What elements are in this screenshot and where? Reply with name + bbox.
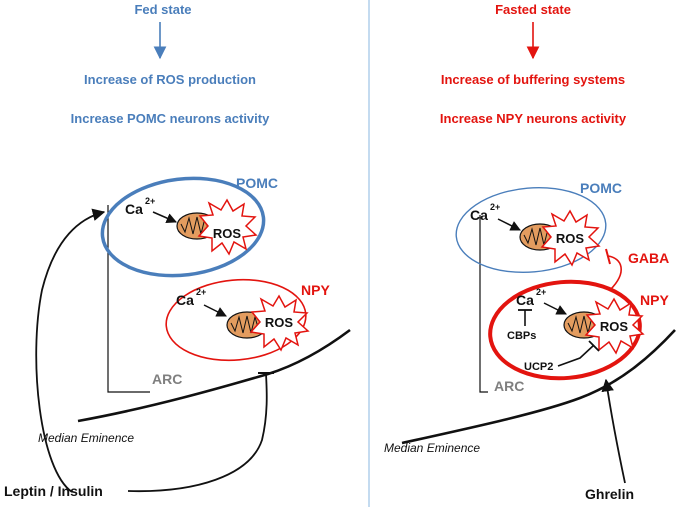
fasted-pomc-calcium: Ca [470,207,488,223]
fed-arc-boundary [107,205,150,393]
fed-pomc-label: POMC [236,175,278,191]
fed-arc-label: ARC [152,371,182,387]
fasted-pomc-calcium-charge: 2+ [490,202,500,212]
fed-median-eminence-curve [77,328,351,423]
fed-median-eminence-label: Median Eminence [38,431,134,445]
fasted-ucp2-bar-icon [588,340,600,352]
fasted-pomc-neuron [455,186,607,274]
fasted-state-title: Fasted state [495,2,571,17]
fasted-npy-calcium: Ca [516,292,534,308]
fed-ros-production-text: Increase of ROS production [84,72,256,87]
fed-pomc-ros-label: ROS [213,226,242,241]
fasted-buffering-text: Increase of buffering systems [441,72,625,87]
fasted-gaba-bar-icon [605,248,611,265]
fed-leptin-insulin-label: Leptin / Insulin [4,483,103,499]
fed-leptin-to-pomc-arrow-icon [35,208,106,493]
fasted-ucp2-label: UCP2 [524,361,553,373]
fasted-npy-calcium-arrow-icon [543,302,567,315]
fed-pomc-activity-text: Increase POMC neurons activity [71,111,270,126]
fed-npy-label: NPY [301,282,330,298]
fasted-pomc-label: POMC [580,180,622,196]
fasted-arc-label: ARC [494,378,524,394]
fasted-arc-boundary [479,215,488,393]
fasted-pomc-calcium-arrow-icon [497,218,521,231]
fasted-median-eminence-curve [401,329,676,445]
fasted-npy-calcium-charge: 2+ [536,287,546,297]
fasted-ucp2-inhibition [557,344,595,367]
fed-pomc-calcium-charge: 2+ [145,196,155,206]
fed-npy-calcium-charge: 2+ [196,287,206,297]
fed-leptin-to-npy-inhibition [127,373,268,493]
fed-pomc-neuron [100,176,266,278]
fed-state-title: Fed state [134,2,191,17]
fed-pomc-calcium-arrow-icon [152,211,177,224]
fed-npy-ros-label: ROS [265,315,294,330]
fasted-gaba-inhibition [607,255,622,291]
fasted-npy-ros-label: ROS [600,319,629,334]
fed-npy-calcium: Ca [176,292,194,308]
fed-npy-calcium-arrow-icon [203,304,227,317]
fasted-cbps-label: CBPs [507,330,536,342]
fasted-pomc-ros-label: ROS [556,231,585,246]
fed-pomc-calcium: Ca [125,201,143,217]
fasted-npy-label: NPY [640,292,669,308]
fasted-npy-neuron [488,279,642,381]
fasted-npy-activity-text: Increase NPY neurons activity [440,111,627,126]
fasted-ghrelin-label: Ghrelin [585,486,634,502]
fasted-gaba-label: GABA [628,250,669,266]
fasted-ghrelin-arrow-icon [601,378,626,484]
fasted-median-eminence-label: Median Eminence [384,441,480,455]
